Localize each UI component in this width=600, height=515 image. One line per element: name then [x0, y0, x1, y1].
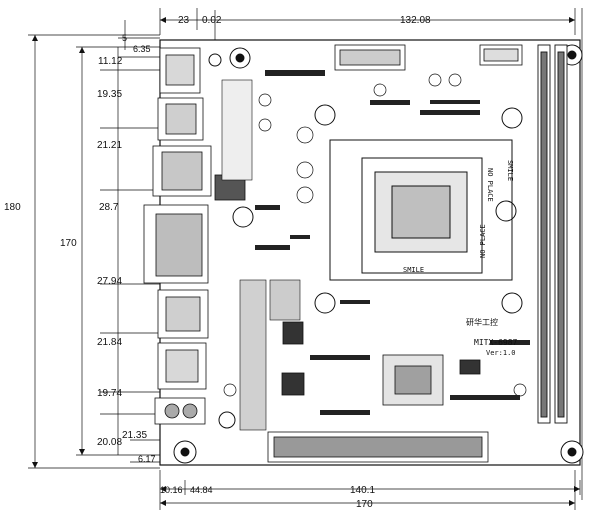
dim-top-0-02: 0.02 — [202, 15, 222, 26]
io-audio-jack-1 — [164, 403, 180, 419]
hole-mid-left — [232, 206, 254, 228]
cpu-socket-outer — [329, 139, 513, 281]
comp-row-8 — [490, 340, 530, 345]
io-audio-jack-2 — [182, 403, 198, 419]
dim-height-inner: 170 — [60, 238, 77, 249]
cpu-hole-4 — [501, 292, 523, 314]
version-label: Ver:1.0 — [486, 349, 516, 357]
mount-hole-bottom-left-inner — [180, 447, 190, 457]
dim-left-21-35: 21.35 — [122, 430, 147, 441]
logo-text: 研华工控 — [466, 317, 498, 327]
fan-header-top-pins — [483, 48, 519, 62]
dim-left-6: 20.08 — [97, 437, 122, 448]
comp-row-7 — [320, 410, 370, 415]
io-vga-inner — [155, 213, 203, 277]
cpu-hole-1 — [314, 104, 336, 126]
bottom-connector — [267, 431, 489, 463]
chip-lan — [282, 321, 304, 345]
bottom-header-pins — [273, 436, 483, 458]
io-audio — [154, 397, 206, 425]
dim-left-0: 19.35 — [97, 89, 122, 100]
chip-bios — [459, 359, 481, 375]
dim-width-inner: 140.1 — [350, 485, 375, 496]
dimension-arrows — [32, 17, 580, 506]
io-lan-2-inner — [165, 296, 201, 332]
dim-top-11-12: 11.12 — [98, 56, 123, 67]
cpu-socket — [329, 139, 513, 281]
comp-row-1 — [265, 70, 325, 76]
cap-1 — [296, 126, 314, 144]
io-usb-2-inner — [165, 349, 199, 383]
mount-hole-top-left-inner — [235, 53, 245, 63]
comp-row-6 — [450, 395, 520, 400]
label-smile-1: SMILE — [506, 160, 514, 181]
dim-top-23: 23 — [178, 15, 190, 26]
cap-5 — [448, 73, 462, 87]
dim-left-2: 28.7 — [99, 202, 119, 213]
label-smile-2: SMILE — [403, 266, 424, 274]
comp-row-12 — [430, 100, 480, 104]
cap-10 — [223, 383, 237, 397]
dim-left-5: 19.74 — [97, 388, 122, 399]
dim-left-4: 21.84 — [97, 337, 122, 348]
small-components — [255, 70, 530, 415]
cpu-socket-frame — [361, 157, 483, 274]
capacitors — [223, 73, 527, 397]
model-label: MITX-6987 — [474, 338, 518, 347]
cap-8 — [513, 383, 527, 397]
atx-power-pins — [339, 49, 401, 66]
memory-slot-2-pins — [557, 51, 565, 418]
comp-row-9 — [255, 205, 280, 210]
io-lan-1-inner — [165, 103, 197, 135]
rear-io — [143, 47, 212, 425]
dim-height-outer: 180 — [4, 202, 21, 213]
label-no-place-1: NO PLACE — [486, 168, 494, 202]
dim-top-5: 5 — [122, 33, 127, 43]
cpu-hole-3 — [314, 292, 336, 314]
mounting-holes — [173, 44, 584, 464]
cap-2 — [296, 161, 314, 179]
io-usb-1-inner — [165, 54, 195, 86]
dim-width-outer: 170 — [356, 499, 373, 510]
dimension-lines — [28, 8, 583, 510]
io-dp-inner — [161, 151, 203, 191]
dim-bottom-44-84: 44.84 — [190, 485, 213, 495]
dim-bottom-10-16: 10.16 — [160, 485, 183, 495]
cap-4 — [428, 73, 442, 87]
dim-top-132-08: 132.08 — [400, 15, 431, 26]
chipset-core — [394, 365, 432, 395]
header-strip-3 — [269, 279, 301, 321]
chip-super-io — [281, 372, 305, 396]
mount-hole-bottom-right-inner — [567, 447, 577, 457]
left-headers — [221, 79, 301, 431]
memory-slots — [537, 44, 568, 424]
cpu-socket-core — [391, 185, 451, 239]
memory-slot-1-pins — [540, 51, 548, 418]
mount-hole-top-right-inner — [567, 50, 577, 60]
cap-6 — [258, 93, 272, 107]
comp-row-11 — [290, 235, 310, 239]
cpu-hole-2 — [501, 107, 523, 129]
board: NO PLACE NO PLACE SMILE SMILE — [143, 39, 584, 466]
comp-row-4 — [340, 300, 370, 304]
hole-lower — [218, 411, 236, 429]
comp-row-3 — [420, 110, 480, 115]
dim-left-3: 27.94 — [97, 276, 122, 287]
comp-row-2 — [370, 100, 410, 105]
cap-7 — [258, 118, 272, 132]
hole-mid-right — [495, 200, 517, 222]
header-strip-2 — [239, 279, 267, 431]
dim-left-6-17: 6.17 — [138, 454, 156, 464]
power-connector — [334, 44, 523, 71]
header-strip-1 — [221, 79, 253, 181]
cap-9 — [373, 83, 387, 97]
dim-left-1: 21.21 — [97, 140, 122, 151]
hole-top-mid — [208, 53, 222, 67]
comp-row-10 — [255, 245, 290, 250]
cap-3 — [296, 186, 314, 204]
comp-row-5 — [310, 355, 370, 360]
label-no-place-2: NO PLACE — [479, 224, 487, 258]
dim-top-6-35: 6.35 — [133, 44, 151, 54]
